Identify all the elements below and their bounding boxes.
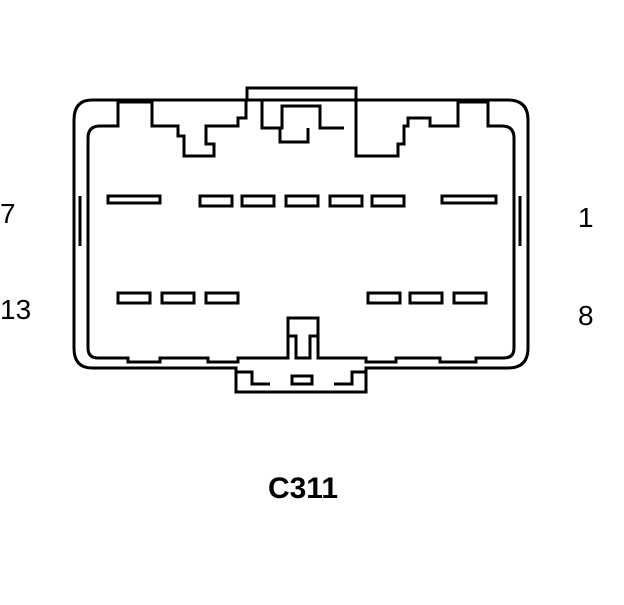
pin-12 (160, 291, 196, 305)
pin-3 (328, 194, 364, 208)
bottom-key (286, 318, 320, 360)
pin-4 (284, 194, 320, 208)
connector-housing-outer (72, 86, 530, 394)
bottom-tab-center (290, 374, 314, 386)
pin-label-top-right: 1 (578, 202, 594, 233)
bottom-tab-left (236, 370, 270, 386)
connector-id-label: C311 (267, 472, 339, 505)
top-latch (260, 100, 344, 130)
pin-9 (408, 291, 444, 305)
pin-8 (452, 291, 488, 305)
pin-2 (370, 194, 406, 208)
pin-6 (198, 194, 234, 208)
pin-7 (106, 194, 162, 205)
pin-1 (440, 194, 498, 205)
pin-13 (116, 291, 152, 305)
connector-housing-inner (86, 98, 516, 364)
pin-5 (240, 194, 276, 208)
pin-label-bottom-left: 13 (0, 294, 32, 325)
bottom-tab-right (334, 370, 366, 386)
pin-10 (366, 291, 402, 305)
pin-11 (204, 291, 240, 305)
pin-label-bottom-right: 8 (578, 300, 594, 331)
top-latch-key (278, 128, 310, 144)
pin-label-top-left: 7 (0, 198, 16, 229)
